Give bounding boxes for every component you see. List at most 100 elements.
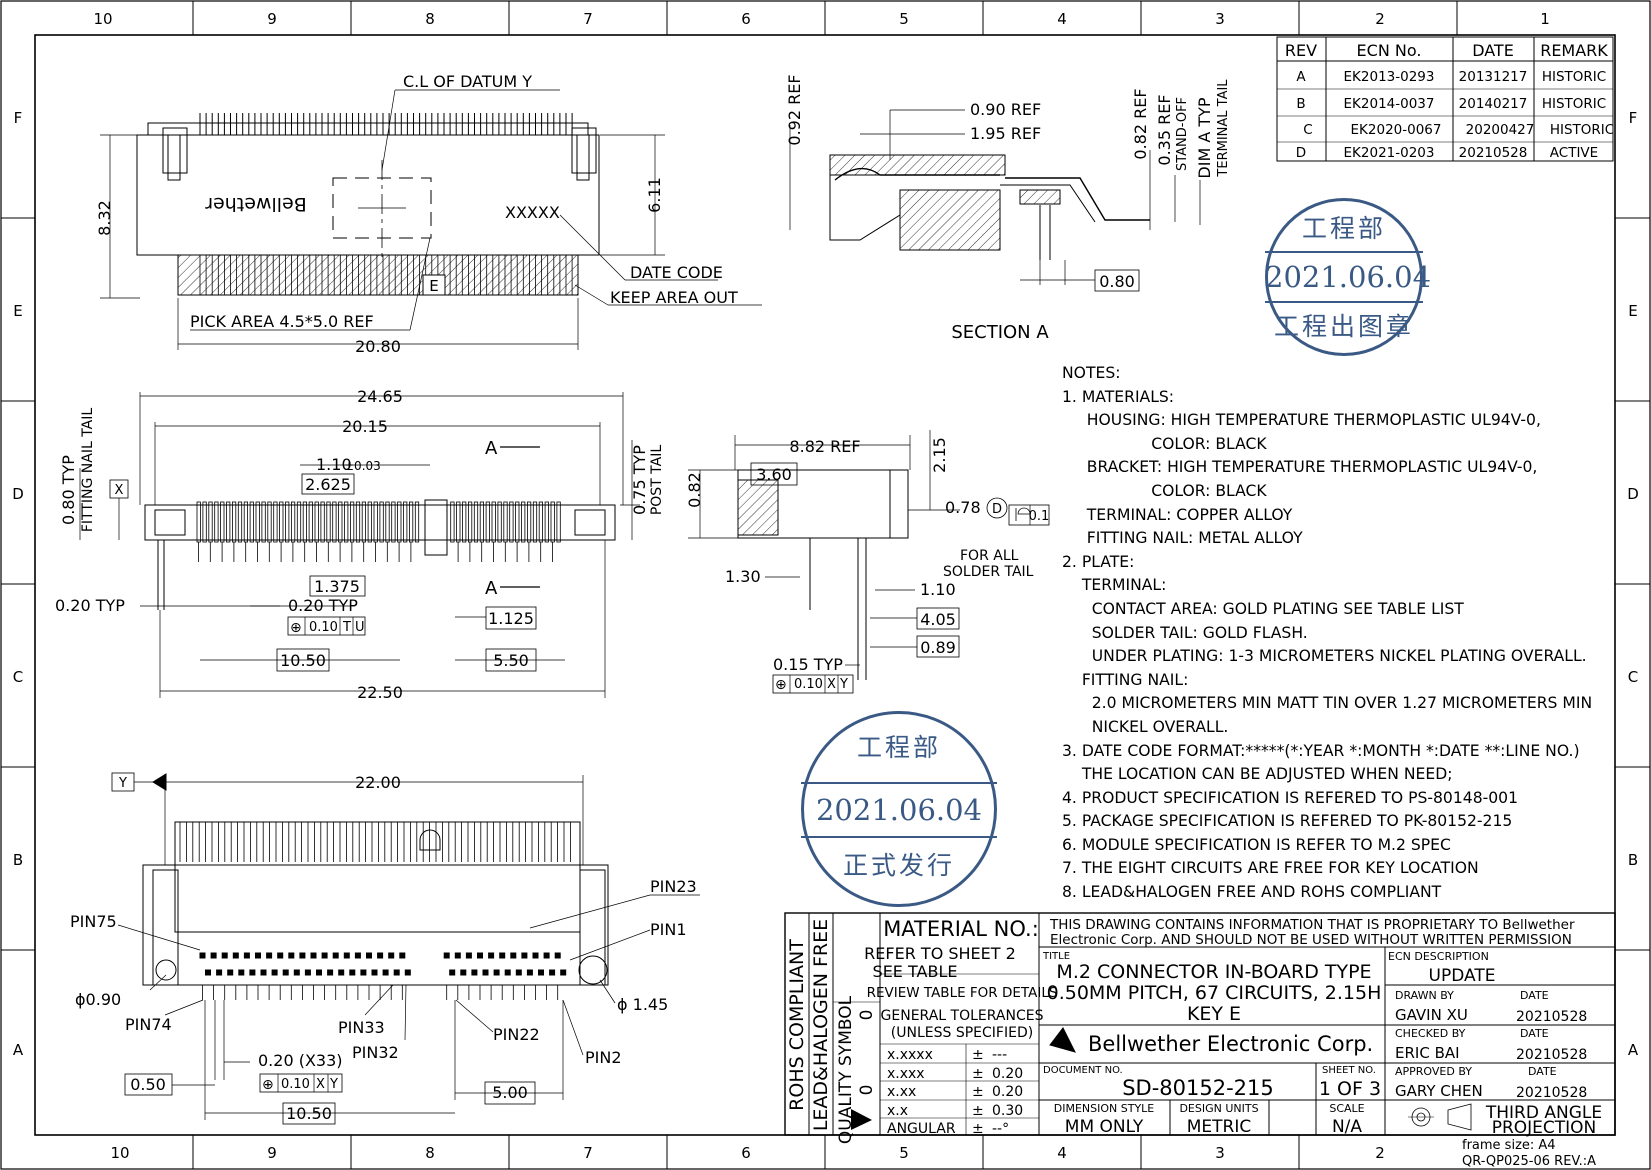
- datum-d: D: [992, 502, 1002, 517]
- zone-col-6-b: 6: [741, 1144, 751, 1162]
- remark-c: HISTORIC: [1550, 122, 1614, 138]
- side-view-text: 8.82 REF 2.15 3.60 0.82 0.78 D 0.1 FOR A…: [685, 437, 1049, 693]
- dimension-style: MM ONLY: [1065, 1117, 1144, 1137]
- gdt-datum-x-side: X: [827, 677, 836, 692]
- gdt-value-side: 0.10: [794, 677, 823, 692]
- zone-col-2: 2: [1375, 10, 1385, 28]
- rev-header: REV: [1285, 41, 1317, 60]
- bottom-view-text: Y 22.00 PIN23 PIN75 PIN1 ϕ0.90 ϕ 1.45 PI…: [70, 773, 697, 1123]
- document-no-label: DOCUMENT NO.: [1043, 1065, 1123, 1076]
- tol-row-1-fmt: x.xxxx: [887, 1047, 933, 1063]
- dim-5-50: 5.50: [493, 651, 529, 670]
- note-line: COLOR: BLACK: [1062, 481, 1267, 500]
- bellwether-logo: Bellwether: [205, 193, 307, 215]
- fitting-nail-label: FITTING NAIL TAIL: [80, 408, 96, 533]
- zone-col-1: 1: [1540, 10, 1550, 28]
- tol-row-1-val: ---: [992, 1047, 1007, 1063]
- title-line-2: 0.50MM PITCH, 67 CIRCUITS, 2.15H: [1047, 982, 1382, 1004]
- dim-5-00: 5.00: [492, 1083, 528, 1102]
- dim-1-10-tol: ±0.03: [344, 459, 381, 473]
- note-line: COLOR: BLACK: [1062, 434, 1267, 453]
- date-code-label: DATE CODE: [630, 263, 723, 282]
- pin32-label: PIN32: [352, 1043, 399, 1062]
- dim-20-15: 20.15: [342, 417, 388, 436]
- rev-a: A: [1296, 69, 1306, 85]
- dim-0-20-x33: 0.20 (X33): [258, 1051, 343, 1070]
- dim-0-15-typ: 0.15 TYP: [773, 655, 843, 674]
- scale-label: SCALE: [1329, 1102, 1364, 1115]
- zone-row-a-r: A: [1628, 1041, 1639, 1059]
- zone-row-c: C: [13, 668, 23, 686]
- zone-row-f: F: [14, 109, 23, 127]
- gdt-position-symbol-bottom: ⊕: [262, 1077, 274, 1093]
- zone-col-4: 4: [1057, 10, 1067, 28]
- post-tail-label: POST TAIL: [649, 445, 665, 516]
- zone-col-7-b: 7: [583, 1144, 593, 1162]
- zone-col-9-b: 9: [267, 1144, 277, 1162]
- drawn-date: 20210528: [1516, 1009, 1587, 1025]
- note-line: 6. MODULE SPECIFICATION IS REFER TO M.2 …: [1062, 835, 1451, 854]
- approved-date-label: DATE: [1528, 1065, 1557, 1078]
- note-line: 4. PRODUCT SPECIFICATION IS REFERED TO P…: [1062, 788, 1519, 807]
- pin74-label: PIN74: [125, 1015, 172, 1034]
- ecn-c: EK2020-0067: [1351, 122, 1442, 138]
- gdt-datum-t: T: [342, 620, 351, 635]
- zone-col-5-b: 5: [899, 1144, 909, 1162]
- tol-row-5-val: --°: [992, 1121, 1009, 1137]
- note-line: NOTES:: [1062, 364, 1121, 382]
- stamp-mid-date: 2021.06.04: [801, 782, 997, 838]
- remark-header: REMARK: [1540, 41, 1608, 60]
- note-line: UNDER PLATING: 1-3 MICROMETERS NICKEL PL…: [1062, 647, 1587, 666]
- front-pins: [196, 501, 561, 562]
- third-angle-line-1: THIRD ANGLE: [1485, 1103, 1602, 1123]
- dim-0-20-typ-left: 0.20 TYP: [55, 596, 125, 615]
- frame-info: frame size: A4 QR-QP025-06 REV.:A: [1462, 1138, 1596, 1169]
- note-line: BRACKET: HIGH TEMPERATURE THERMOPLASTIC …: [1062, 458, 1538, 477]
- note-line: THE LOCATION CAN BE ADJUSTED WHEN NEED;: [1062, 765, 1453, 784]
- section-a-mark-bottom: A: [485, 578, 498, 599]
- gdt-position-symbol: ⊕: [290, 620, 302, 636]
- zone-labels: 10 9 8 7 6 5 4 3 2 1 10 9 8 7 6 5 4 3 2 …: [12, 10, 1639, 1162]
- dim-1-125: 1.125: [488, 609, 534, 628]
- stamp-release-mid: 工程部 2021.06.04 正式发行: [801, 711, 997, 907]
- dim-0-20-typ: 0.20 TYP: [288, 596, 358, 615]
- note-line: 7. THE EIGHT CIRCUITS ARE FREE FOR KEY L…: [1062, 859, 1479, 878]
- gdt-datum-x-bottom: X: [316, 1077, 325, 1092]
- datum-y-label: C.L OF DATUM Y: [403, 72, 532, 91]
- review-table-label: REVIEW TABLE FOR DETAILS: [867, 985, 1058, 1001]
- pin33-label: PIN33: [338, 1018, 385, 1037]
- gdt-value: 0.10: [309, 620, 338, 635]
- zone-col-4-b: 4: [1057, 1144, 1067, 1162]
- stamp-mid-dept: 工程部: [856, 733, 941, 762]
- tol-row-4-val: 0.30: [992, 1103, 1023, 1119]
- company-name: Bellwether Electronic Corp.: [1088, 1032, 1373, 1056]
- lead-free-label: LEAD&HALOGEN FREE: [810, 919, 832, 1131]
- dim-2-625: 2.625: [305, 475, 351, 494]
- date-b: 20140217: [1459, 96, 1528, 112]
- design-units: METRIC: [1187, 1117, 1252, 1137]
- front-view: [79, 392, 640, 698]
- form-number: QR-QP025-06 REV.:A: [1462, 1154, 1596, 1169]
- zone-row-b: B: [13, 851, 23, 869]
- dim-1-375: 1.375: [314, 577, 360, 596]
- pick-area-label: PICK AREA 4.5*5.0 REF: [190, 312, 374, 331]
- fitting-nail-dim: 0.80 TYP: [59, 455, 78, 525]
- remark-b: HISTORIC: [1542, 96, 1606, 112]
- title-block: [784, 912, 1616, 1136]
- dim-0-50: 0.50: [130, 1075, 166, 1094]
- zone-col-6: 6: [741, 10, 751, 28]
- date-a: 20131217: [1459, 69, 1528, 85]
- datum-x: X: [115, 483, 124, 498]
- top-pins: [199, 113, 573, 295]
- zone-row-b-r: B: [1628, 851, 1638, 869]
- dim-2-15: 2.15: [930, 437, 949, 473]
- title-label: TITLE: [1042, 951, 1070, 962]
- note-line: SOLDER TAIL: GOLD FLASH.: [1062, 623, 1308, 642]
- dim-0-82: 0.82 REF: [1131, 88, 1150, 159]
- sheet-no-label: SHEET NO.: [1322, 1065, 1376, 1076]
- approved-date: 20210528: [1516, 1085, 1587, 1101]
- checked-date: 20210528: [1516, 1047, 1587, 1063]
- datum-y-bottom: Y: [118, 776, 127, 791]
- pin23-label: PIN23: [650, 877, 697, 896]
